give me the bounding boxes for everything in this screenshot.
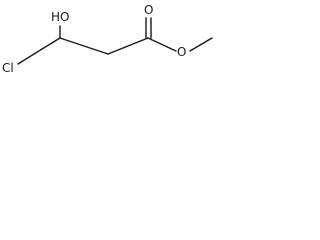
structure-svg: Cl HO O O: [2, 3, 213, 75]
structure-diagram: Cl HO O O: [0, 0, 226, 78]
bond-cl-c1: [17, 53, 35, 65]
atom-label-ester-oxygen: O: [177, 45, 186, 59]
bond-c2-c3: [59, 37, 109, 55]
bond-oester-ch3: [189, 37, 213, 52]
bond-c1-c2: [33, 37, 61, 55]
atom-label-chlorine: Cl: [2, 61, 14, 75]
bond-c3-c4: [107, 37, 149, 55]
bond-c4-oester: [147, 37, 177, 52]
atom-label-hydroxyl: HO: [51, 10, 69, 24]
atom-label-carbonyl-oxygen: O: [144, 3, 153, 17]
